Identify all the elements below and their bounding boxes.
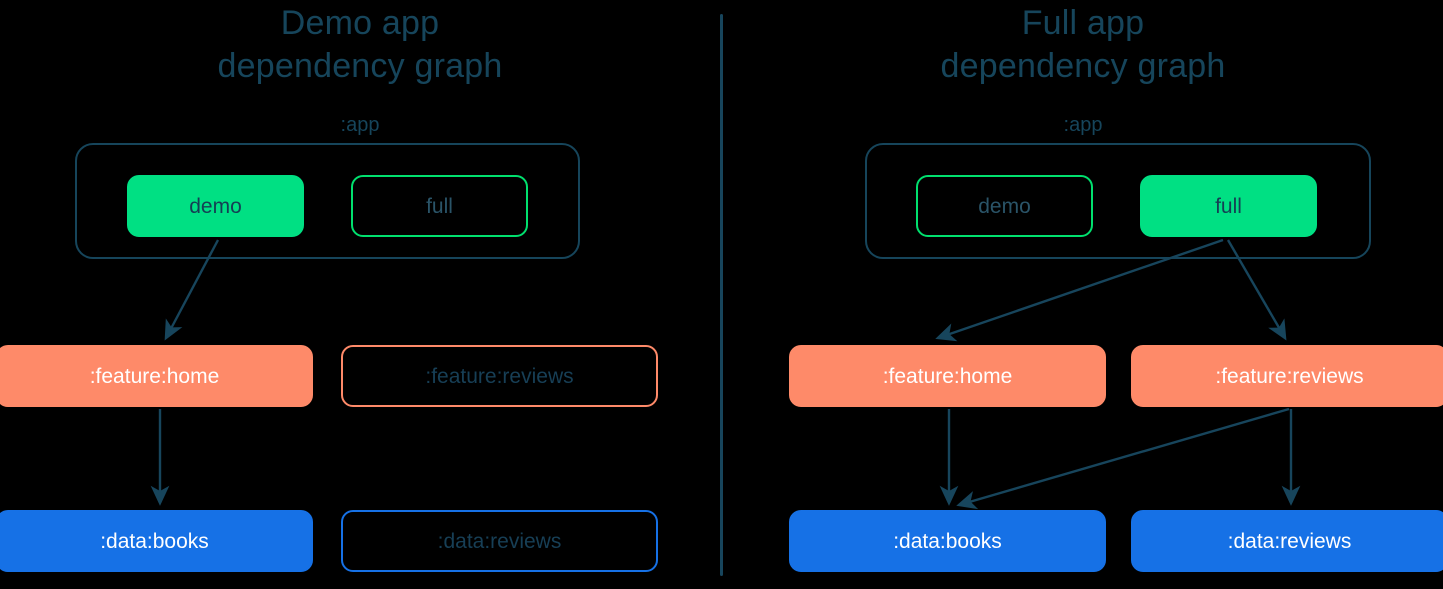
node-feature-home[interactable]: :feature:home — [789, 345, 1106, 407]
panel-demo-app: Demo app dependency graph :app demo full… — [0, 0, 720, 589]
panel-divider — [720, 14, 723, 576]
node-demo[interactable]: demo — [127, 175, 304, 237]
edge-layer — [935, 238, 1301, 510]
edge-feature-reviews-to-data-books — [956, 407, 1290, 510]
panel-title: Full app dependency graph — [940, 4, 1226, 85]
node-full[interactable]: full — [351, 175, 528, 237]
node-feature-home[interactable]: :feature:home — [0, 345, 313, 407]
edge-layer — [150, 239, 220, 506]
node-data-books[interactable]: :data:books — [789, 510, 1106, 572]
node-demo[interactable]: demo — [916, 175, 1093, 237]
node-feature-reviews[interactable]: :feature:reviews — [1131, 345, 1443, 407]
panel-full-app: Full app dependency graph :app demo full… — [723, 0, 1443, 589]
node-feature-reviews[interactable]: :feature:reviews — [341, 345, 658, 407]
node-data-reviews[interactable]: :data:reviews — [341, 510, 658, 572]
group-box-app — [75, 143, 580, 259]
group-label-app: :app — [340, 114, 380, 136]
group-label-app: :app — [1063, 114, 1103, 136]
panel-title: Demo app dependency graph — [217, 4, 503, 85]
node-full[interactable]: full — [1140, 175, 1317, 237]
node-data-books[interactable]: :data:books — [0, 510, 313, 572]
node-data-reviews[interactable]: :data:reviews — [1131, 510, 1443, 572]
